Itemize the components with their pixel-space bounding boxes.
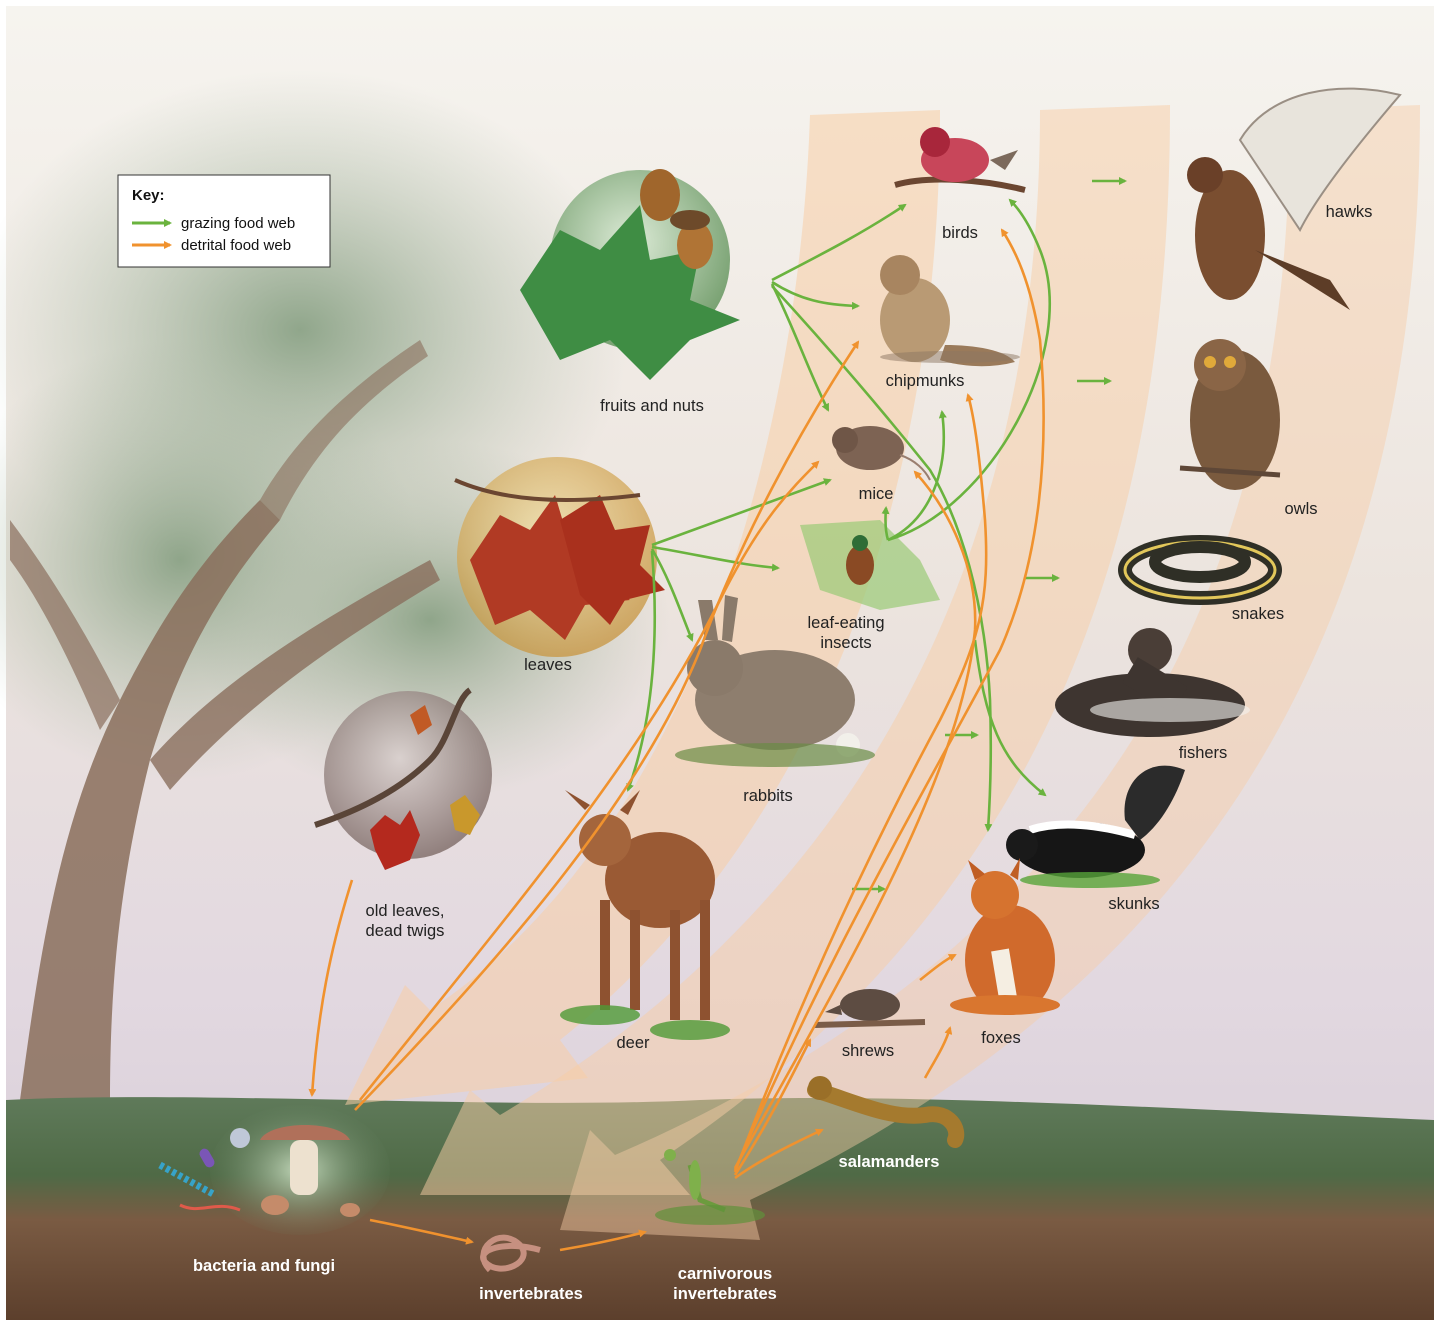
label-snakes: snakes	[1232, 605, 1284, 623]
key-grazing-label: grazing food web	[181, 215, 295, 232]
label-shrews: shrews	[842, 1042, 894, 1060]
label-fruits-nuts: fruits and nuts	[600, 397, 704, 415]
legend-key: Key: grazing food web detrital food web	[118, 175, 330, 267]
key-detrital-label: detrital food web	[181, 237, 291, 254]
label-salamanders: salamanders	[839, 1153, 940, 1171]
label-hawks: hawks	[1326, 203, 1373, 221]
label-chipmunks: chipmunks	[886, 372, 965, 390]
label-carnivorous-1: carnivorous	[678, 1265, 772, 1283]
label-rabbits: rabbits	[743, 787, 793, 805]
label-deer: deer	[616, 1034, 650, 1052]
label-foxes: foxes	[981, 1029, 1020, 1047]
label-insects-1: leaf-eating	[807, 614, 884, 632]
label-old-leaves-2: dead twigs	[366, 922, 445, 940]
label-insects-2: insects	[820, 634, 871, 652]
label-bacteria-fungi: bacteria and fungi	[193, 1257, 335, 1275]
label-mice: mice	[859, 485, 894, 503]
label-skunks: skunks	[1108, 895, 1159, 913]
key-title: Key:	[132, 187, 165, 204]
label-owls: owls	[1284, 500, 1317, 518]
label-old-leaves-1: old leaves,	[366, 902, 445, 920]
label-invertebrates: invertebrates	[479, 1285, 583, 1303]
label-leaves: leaves	[524, 656, 572, 674]
label-fishers: fishers	[1179, 744, 1228, 762]
label-birds: birds	[942, 224, 978, 242]
label-carnivorous-2: invertebrates	[673, 1285, 777, 1303]
